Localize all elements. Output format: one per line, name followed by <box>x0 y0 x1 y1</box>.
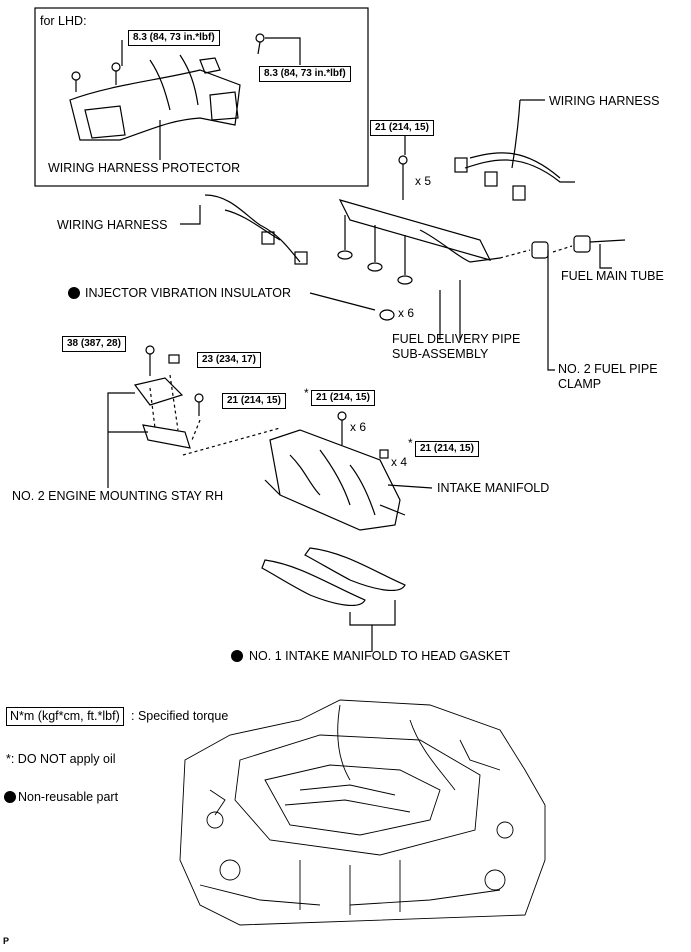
head-gasket-label: NO. 1 INTAKE MANIFOLD TO HEAD GASKET <box>249 649 511 663</box>
injector-insulator-drawing <box>309 292 395 321</box>
fuel-pipe-clamp-label-line2: CLAMP <box>558 377 602 391</box>
torque-box-stay-bolt-1: 38 (387, 28) <box>62 336 126 352</box>
engine-mounting-stay-label: NO. 2 ENGINE MOUNTING STAY RH <box>12 489 224 503</box>
torque-box-manifold-nut: 21 (214, 15) <box>415 441 479 457</box>
torque-box-stay-bolt-2: 21 (214, 15) <box>222 393 286 409</box>
asterisk-manifold-nut: * <box>408 436 413 450</box>
legend-no-oil: *: DO NOT apply oil <box>6 752 116 766</box>
wiring-harness-right-drawing <box>454 99 575 201</box>
footer-code: P <box>3 936 10 946</box>
wiring-harness-left-label: WIRING HARNESS <box>57 218 168 232</box>
torque-box-stay-nut: 23 (234, 17) <box>197 352 261 368</box>
qty-manifold-bolts: x 6 <box>350 420 367 434</box>
engine-mounting-stay-drawing <box>107 345 281 488</box>
intake-manifold-drawing <box>264 411 433 531</box>
inset-frame <box>34 7 369 187</box>
fuel-main-tube-drawing <box>573 235 626 269</box>
intake-manifold-label: INTAKE MANIFOLD <box>437 481 550 495</box>
wiring-harness-left-drawing <box>180 194 308 265</box>
fuel-pipe-clamp-drawing <box>531 241 573 371</box>
wiring-harness-right-label: WIRING HARNESS <box>549 94 660 108</box>
head-gasket-drawing <box>261 547 406 652</box>
fuel-delivery-pipe-label-line2: SUB-ASSEMBLY <box>392 347 489 361</box>
legend-torque-desc: : Specified torque <box>131 709 229 723</box>
non-reusable-bullet-insulator <box>68 287 80 299</box>
fuel-delivery-pipe-drawing <box>337 135 531 340</box>
non-reusable-bullet-legend <box>4 791 16 803</box>
fuel-delivery-pipe-label-line1: FUEL DELIVERY PIPE <box>392 332 521 346</box>
asterisk-manifold-bolt: * <box>304 386 309 400</box>
torque-box-manifold-bolt: 21 (214, 15) <box>311 390 375 406</box>
non-reusable-bullet-gasket <box>231 650 243 662</box>
inset-title: for LHD: <box>40 14 87 28</box>
engine-block-drawing <box>179 699 546 926</box>
injector-insulator-label: INJECTOR VIBRATION INSULATOR <box>85 286 292 300</box>
torque-box-delivery-pipe: 21 (214, 15) <box>370 120 434 136</box>
qty-delivery-pipe-bolts: x 5 <box>415 174 432 188</box>
qty-insulators: x 6 <box>398 306 415 320</box>
wiring-harness-protector-drawing <box>69 33 301 160</box>
fuel-pipe-clamp-label-line1: NO. 2 FUEL PIPE <box>558 362 658 376</box>
legend-torque-box: N*m (kgf*cm, ft.*lbf) <box>6 707 124 726</box>
torque-box-inset-left: 8.3 (84, 73 in.*lbf) <box>128 30 220 46</box>
qty-manifold-nuts: x 4 <box>391 455 408 469</box>
legend-non-reusable: Non-reusable part <box>18 790 119 804</box>
wiring-harness-protector-label: WIRING HARNESS PROTECTOR <box>48 161 241 175</box>
torque-box-inset-right: 8.3 (84, 73 in.*lbf) <box>259 66 351 82</box>
fuel-main-tube-label: FUEL MAIN TUBE <box>561 269 664 283</box>
